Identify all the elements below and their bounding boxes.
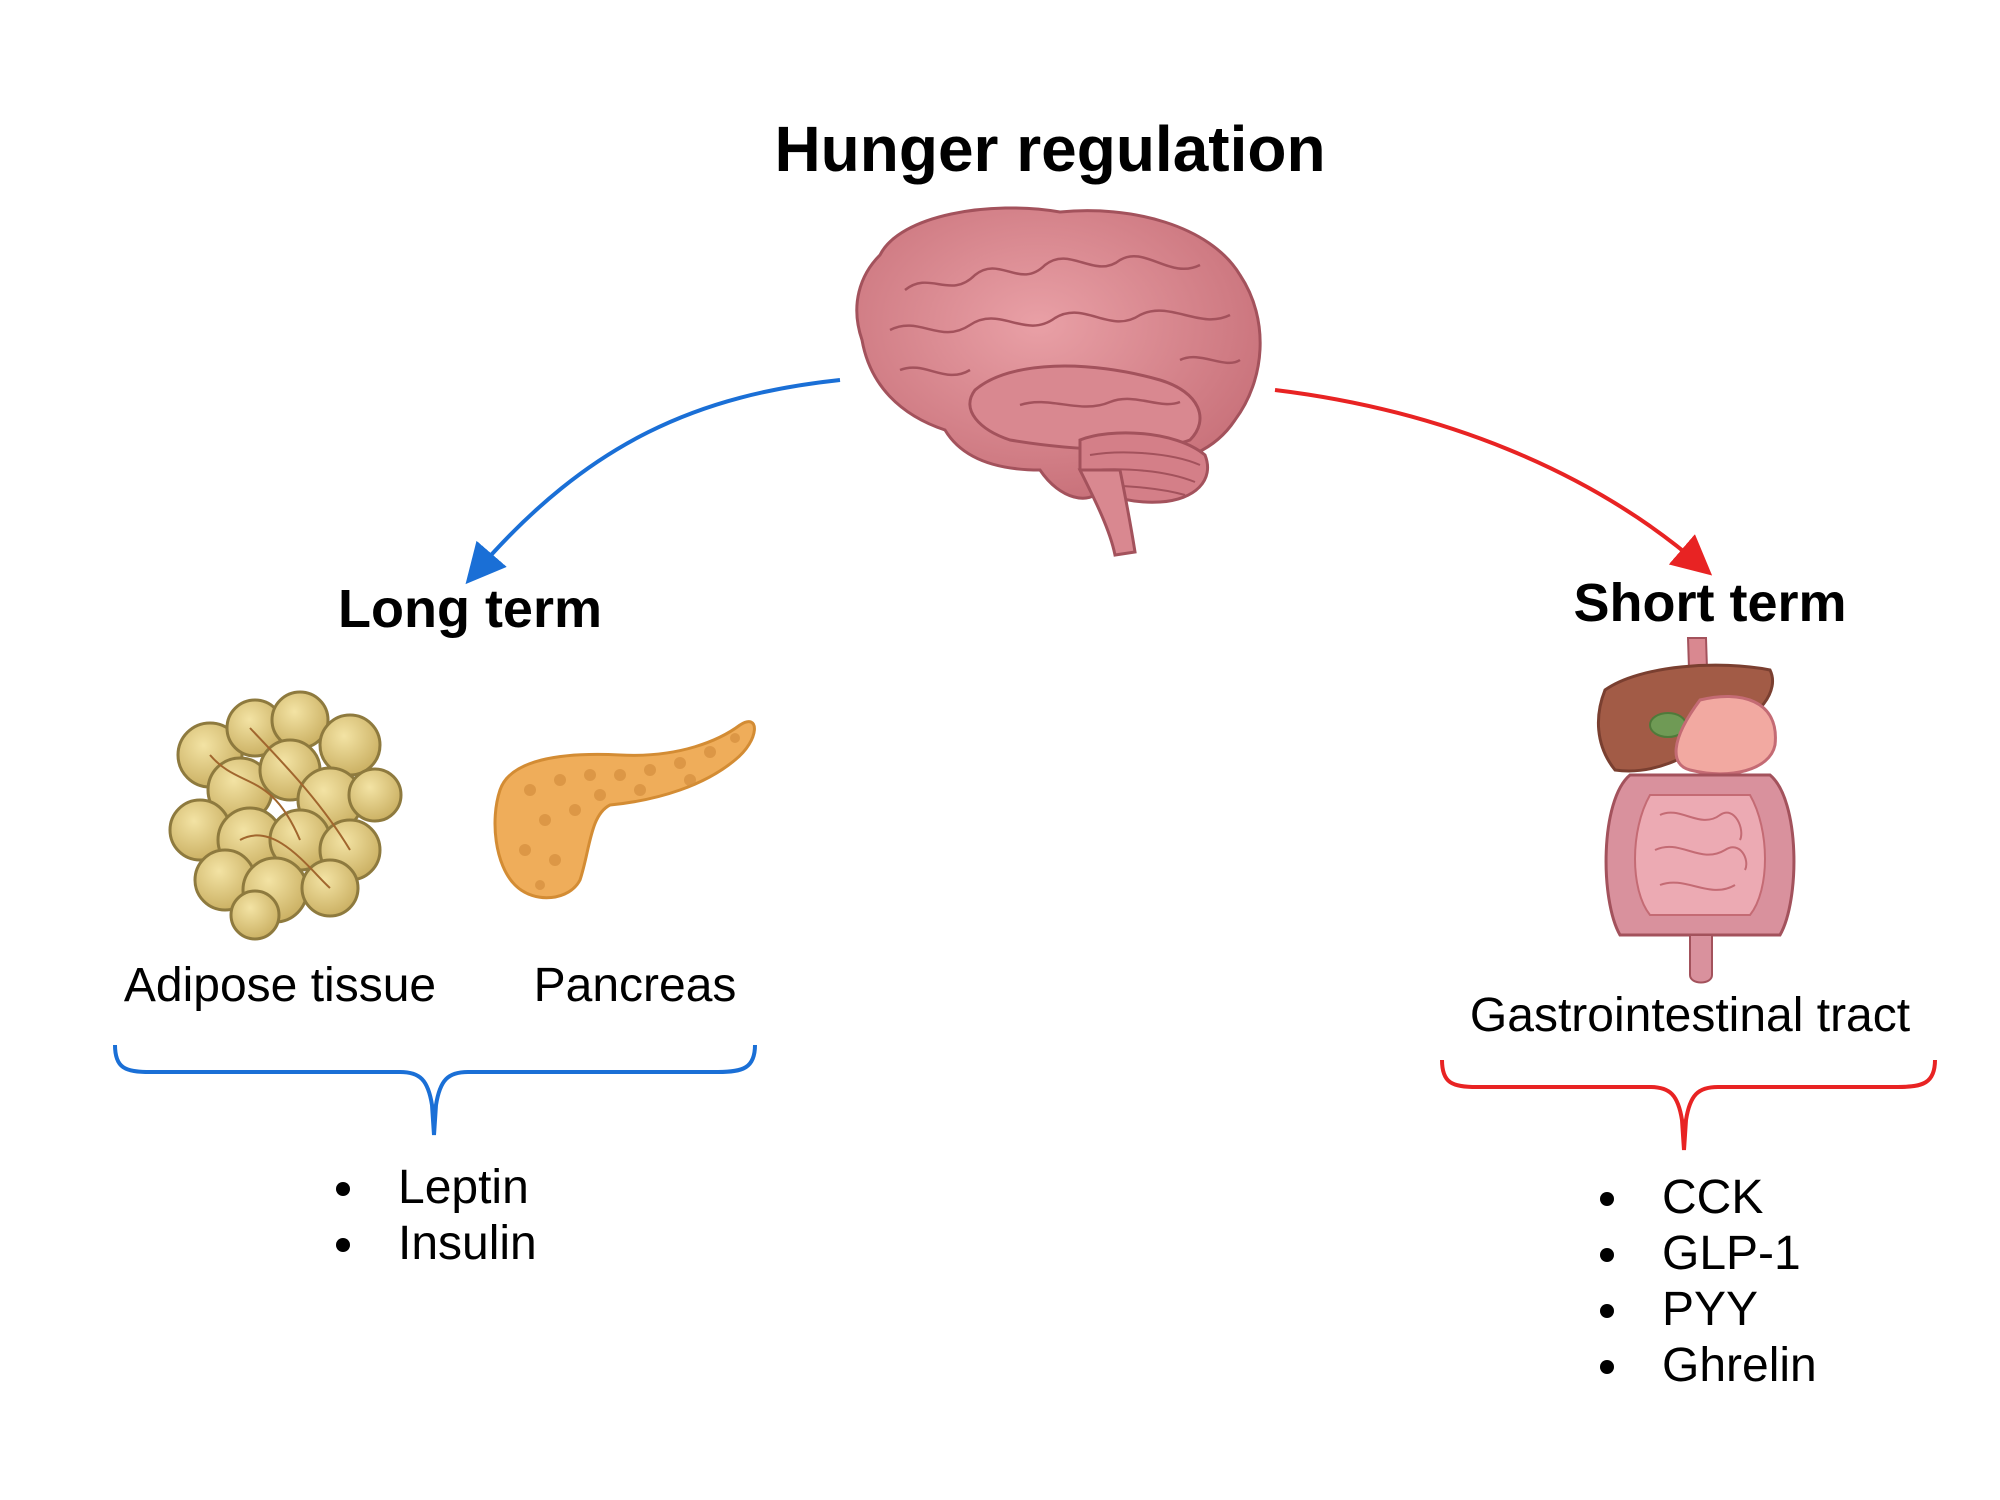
bullet-icon [1600, 1304, 1614, 1318]
list-item: GLP-1 [1600, 1226, 1817, 1282]
short-term-heading: Short term [1573, 573, 1847, 633]
adipose-tissue-icon [168, 690, 403, 941]
long-term-arrow [465, 378, 841, 585]
short-term-arrow [1274, 388, 1713, 576]
pancreas-icon [493, 720, 756, 900]
list-item: Leptin [336, 1160, 537, 1216]
pancreas-label: Pancreas [533, 959, 737, 1012]
list-item: CCK [1600, 1170, 1817, 1226]
short-term-hormone-list: CCK GLP-1 PYY Ghrelin [1600, 1170, 1817, 1394]
bullet-icon [336, 1182, 350, 1196]
bullet-icon [1600, 1248, 1614, 1262]
list-item: Ghrelin [1600, 1338, 1817, 1394]
page-title: Hunger regulation [774, 113, 1326, 185]
list-item: PYY [1600, 1282, 1817, 1338]
long-term-brace [113, 1044, 757, 1136]
gastrointestinal-tract-icon [1596, 637, 1796, 984]
bullet-icon [1600, 1360, 1614, 1374]
list-item: Insulin [336, 1216, 537, 1272]
long-term-heading: Long term [338, 579, 602, 639]
brain-icon [855, 206, 1262, 557]
adipose-tissue-label: Adipose tissue [123, 959, 437, 1012]
bullet-icon [336, 1238, 350, 1252]
gastrointestinal-tract-label: Gastrointestinal tract [1469, 989, 1911, 1042]
long-term-hormone-list: Leptin Insulin [336, 1160, 537, 1272]
short-term-brace [1440, 1059, 1937, 1151]
bullet-icon [1600, 1192, 1614, 1206]
